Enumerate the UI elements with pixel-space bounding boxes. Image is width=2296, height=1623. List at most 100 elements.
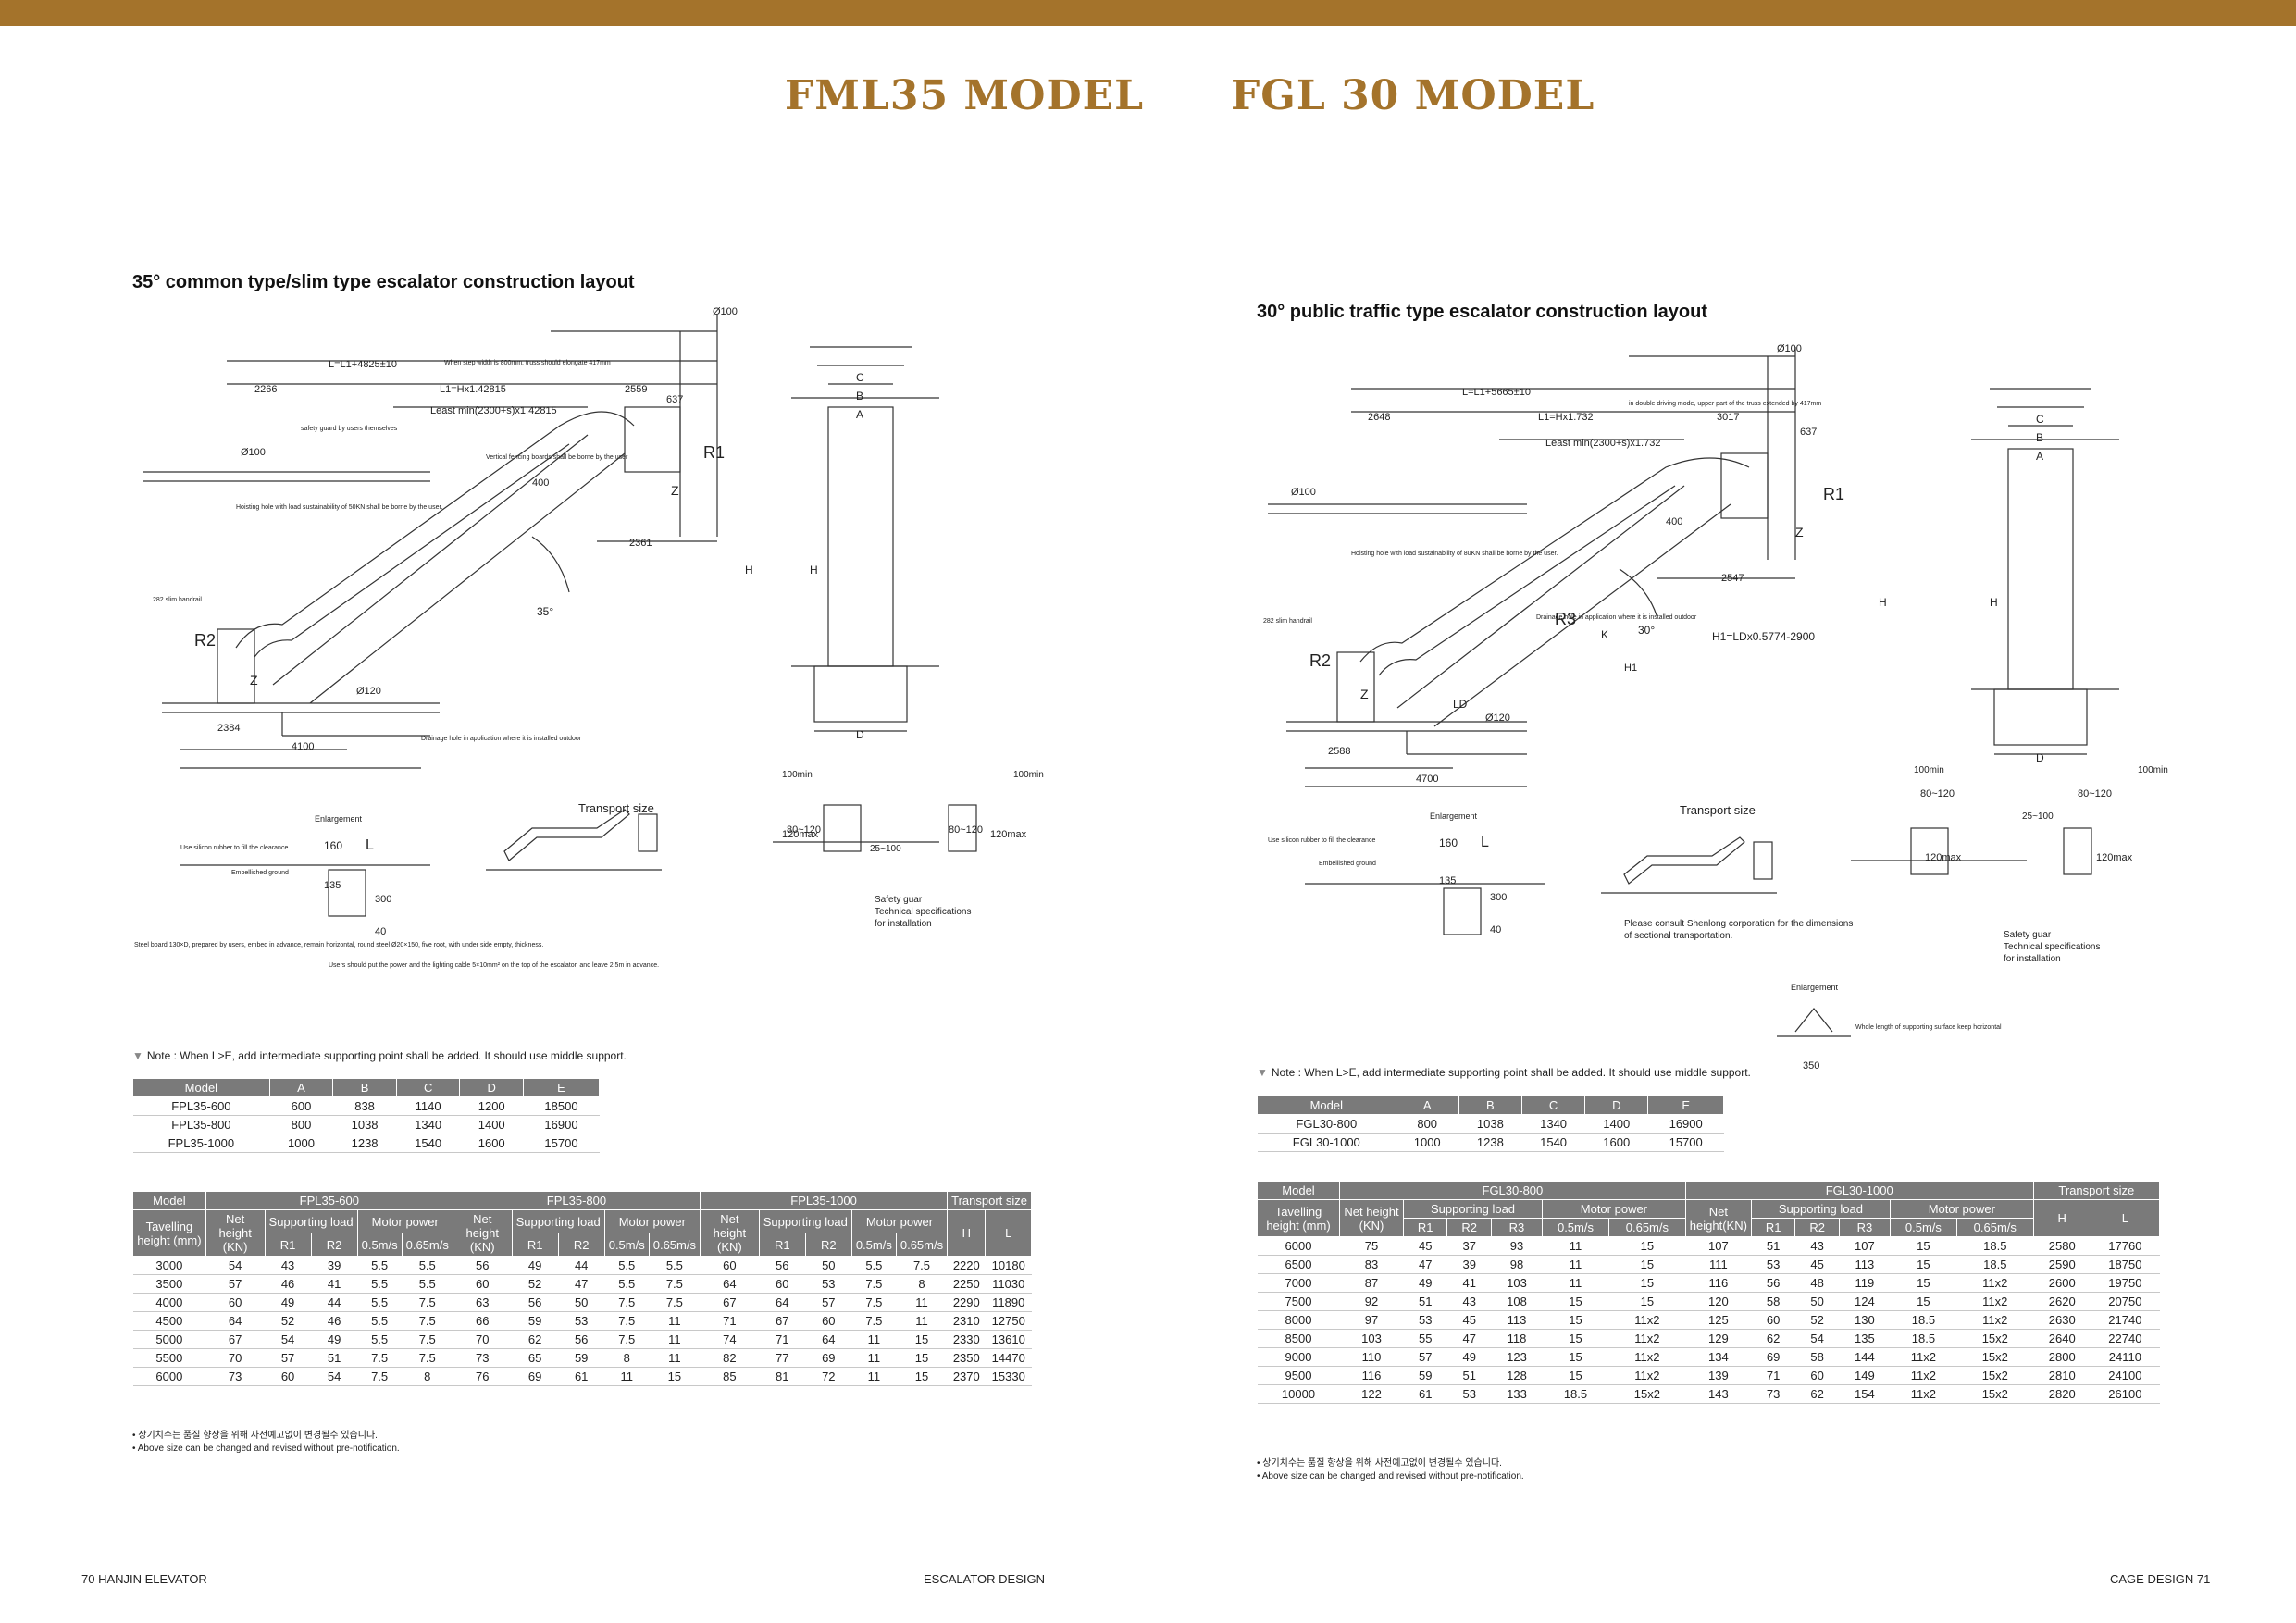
table-cell: 11x2 <box>1890 1366 1957 1385</box>
left-dims-header: Model <box>132 1078 270 1097</box>
table-cell: 2250 <box>947 1274 986 1294</box>
table-cell: 800 <box>1396 1114 1459 1134</box>
right-net-header: Net height (KN) <box>1339 1199 1404 1237</box>
table-cell: 12750 <box>985 1311 1032 1331</box>
left-construction-drawing: L=L1+4825±10 L1=Hx1.42815 2266 2559 Leas… <box>134 306 1044 969</box>
right-transport-label: Transport size <box>1680 803 1756 817</box>
table-cell: 73 <box>453 1348 513 1368</box>
table-cell: 64 <box>805 1330 852 1349</box>
right-dim-2547: 2547 <box>1721 573 1744 584</box>
table-cell: 76 <box>453 1367 513 1386</box>
table-cell: 54 <box>205 1256 266 1275</box>
table-cell: 18.5 <box>1542 1384 1609 1404</box>
table-cell: 16900 <box>523 1115 600 1134</box>
right-dim-120max-b: 120max <box>2096 852 2133 863</box>
right-ground-note: Embellished ground <box>1319 861 1376 867</box>
table-cell: 15700 <box>1647 1133 1724 1152</box>
right-driving-note: in double driving mode, upper part of th… <box>1629 401 1821 407</box>
table-cell: 15x2 <box>1956 1366 2034 1385</box>
right-dim-350: 350 <box>1803 1060 1819 1072</box>
table-cell: 49 <box>1403 1273 1447 1293</box>
table-cell: 15 <box>649 1367 701 1386</box>
left-dim-120max-b: 120max <box>990 829 1027 840</box>
right-r2-header: R2 <box>1446 1218 1492 1237</box>
table-cell: 59 <box>558 1348 605 1368</box>
right-d-label: D <box>2036 751 2044 764</box>
left-dims-header: C <box>395 1078 461 1097</box>
table-cell: 2600 <box>2033 1273 2091 1293</box>
table-cell: 11 <box>851 1330 897 1349</box>
table-cell: 15 <box>1608 1273 1686 1293</box>
table-cell: 15 <box>1542 1292 1609 1311</box>
table-cell: 74 <box>700 1330 760 1349</box>
table-cell: 46 <box>265 1274 312 1294</box>
left-h-label: H <box>745 564 753 576</box>
table-cell: 15x2 <box>1956 1347 2034 1367</box>
table-cell: 8000 <box>1257 1310 1340 1330</box>
table-cell: 116 <box>1339 1366 1404 1385</box>
right-z-top: Z <box>1795 525 1804 539</box>
right-travel-header: Tavelling height (mm) <box>1257 1199 1340 1237</box>
table-cell: 129 <box>1685 1329 1752 1348</box>
table-cell: 60 <box>265 1367 312 1386</box>
right-s1-header: 0.5m/s <box>1542 1218 1609 1237</box>
table-cell: 1400 <box>459 1115 524 1134</box>
left-dim-135: 135 <box>324 880 341 891</box>
table-cell: 118 <box>1491 1329 1543 1348</box>
table-cell: 7.5 <box>649 1274 701 1294</box>
left-load-group-header: FPL35-1000 <box>699 1191 949 1210</box>
table-cell: 64 <box>700 1274 760 1294</box>
table-cell: 47 <box>558 1274 605 1294</box>
table-cell: 113 <box>1839 1255 1891 1274</box>
table-cell: 15 <box>1890 1236 1957 1256</box>
table-cell: 2640 <box>2033 1329 2091 1348</box>
table-cell: 11x2 <box>1890 1384 1957 1404</box>
table-cell: 39 <box>311 1256 358 1275</box>
table-cell: 123 <box>1491 1347 1543 1367</box>
right-h1-label: H1 <box>1624 663 1637 674</box>
right-safety-label: Safety guar <box>2004 930 2052 940</box>
table-cell: 9500 <box>1257 1366 1340 1385</box>
table-cell: 600 <box>269 1096 333 1116</box>
table-cell: 18.5 <box>1956 1236 2034 1256</box>
table-cell: FPL35-1000 <box>132 1134 270 1153</box>
table-cell: 7500 <box>1257 1292 1340 1311</box>
table-cell: 119 <box>1839 1273 1891 1293</box>
table-cell: 2630 <box>2033 1310 2091 1330</box>
left-r1-label: R1 <box>703 443 725 462</box>
left-r1-header: R1 <box>511 1233 559 1257</box>
right-load-model-header: Model <box>1257 1181 1340 1200</box>
right-r1-label: R1 <box>1823 485 1844 503</box>
table-cell: FGL30-1000 <box>1257 1133 1396 1152</box>
table-cell: 6500 <box>1257 1255 1340 1274</box>
table-cell: 15 <box>1542 1310 1609 1330</box>
left-note-text: Note : When L>E, add intermediate suppor… <box>146 1049 627 1062</box>
table-cell: 46 <box>311 1311 358 1331</box>
table-cell: 103 <box>1339 1329 1404 1348</box>
table-cell: 26100 <box>2091 1384 2160 1404</box>
table-cell: 143 <box>1685 1384 1752 1404</box>
table-cell: 5.5 <box>357 1293 403 1312</box>
table-cell: 7.5 <box>604 1330 650 1349</box>
left-dim-l-total: L=L1+4825±10 <box>329 359 397 370</box>
table-cell: 107 <box>1839 1236 1891 1256</box>
left-r2-header: R2 <box>804 1233 852 1257</box>
table-cell: 7.5 <box>604 1311 650 1331</box>
left-section-title: 35° common type/slim type escalator cons… <box>132 272 635 292</box>
table-cell: 56 <box>1751 1273 1795 1293</box>
note-triangle-icon: ▼ <box>132 1049 143 1062</box>
left-install-label: for installation <box>875 919 932 929</box>
right-whole-note: Whole length of supporting surface keep … <box>1855 1024 2002 1031</box>
right-l-header: L <box>2090 1199 2161 1237</box>
table-cell: 11x2 <box>1608 1329 1686 1348</box>
table-cell: 116 <box>1685 1273 1752 1293</box>
left-b-label: B <box>856 390 863 403</box>
table-cell: 60 <box>1751 1310 1795 1330</box>
table-cell: 7.5 <box>402 1311 453 1331</box>
table-cell: 18500 <box>523 1096 600 1116</box>
table-cell: 15 <box>1890 1255 1957 1274</box>
